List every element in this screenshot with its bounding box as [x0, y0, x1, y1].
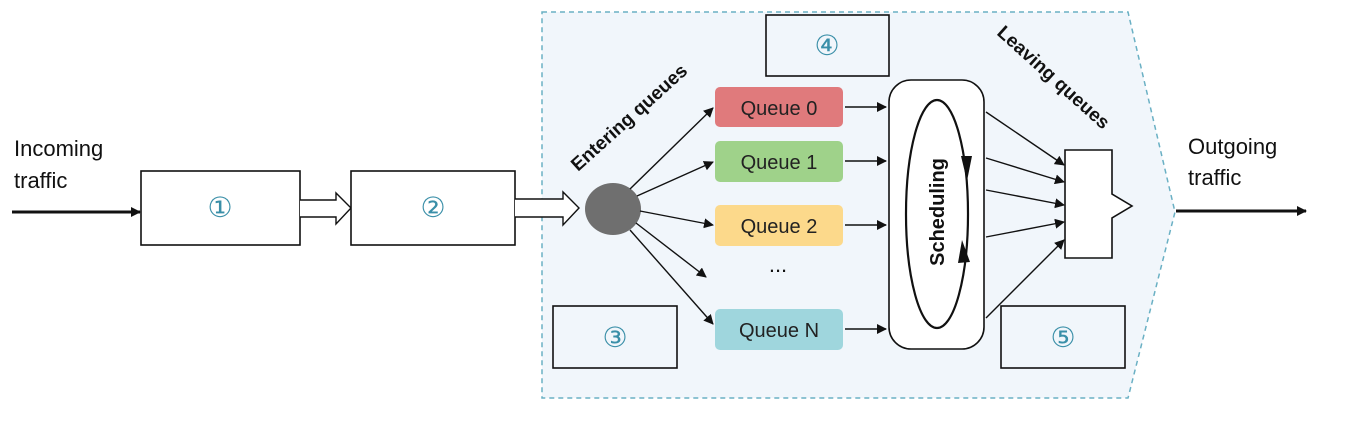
queue-ellipsis: ...	[769, 252, 787, 277]
marker-2: ②	[420, 191, 445, 224]
marker-4: ④	[814, 29, 839, 62]
marker-1: ①	[207, 191, 232, 224]
queue-1-label: Queue 1	[741, 152, 818, 174]
outgoing-label-line1: Outgoing	[1188, 134, 1277, 159]
incoming-label-line1: Incoming	[14, 136, 103, 161]
queue-0: Queue 0	[715, 87, 843, 127]
classifier-circle	[585, 183, 641, 235]
queue-1: Queue 1	[715, 141, 843, 182]
incoming-label-line2: traffic	[14, 168, 67, 193]
queue-0-label: Queue 0	[741, 98, 818, 120]
queue-2-label: Queue 2	[741, 216, 818, 238]
outgoing-label-line2: traffic	[1188, 165, 1241, 190]
queue-2: Queue 2	[715, 205, 843, 246]
queue-n: Queue N	[715, 309, 843, 350]
marker-5: ⑤	[1050, 321, 1075, 354]
hollow-arrow-1-2	[300, 193, 351, 224]
queue-n-label: Queue N	[739, 320, 819, 342]
marker-3: ③	[602, 321, 627, 354]
scheduling-label: Scheduling	[927, 158, 949, 266]
